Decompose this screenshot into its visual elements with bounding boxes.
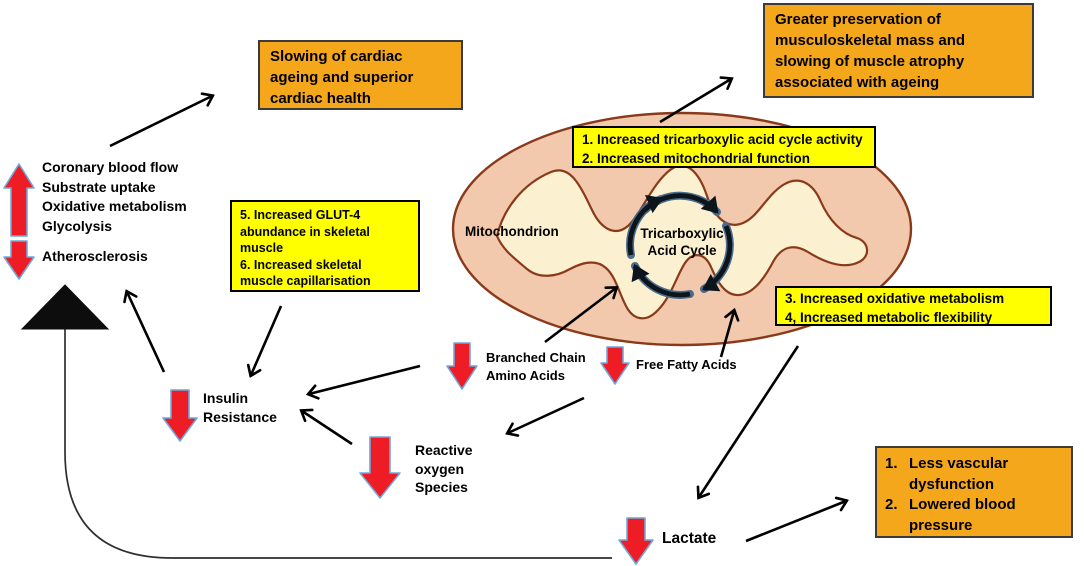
increase-arrow-cardiac-effects	[3, 163, 35, 237]
arrow-ffa-to-ros	[508, 396, 585, 433]
tca-cycle-line: Acid Cycle	[647, 242, 717, 258]
cardiac-effect-item: Substrate uptake	[42, 178, 156, 195]
tca-activity-line: 1. Increased tricarboxylic acid cycle ac…	[582, 132, 863, 147]
glut4-line: muscle	[240, 241, 284, 255]
arrow-glut4-to-insulin	[251, 305, 283, 375]
glut4-line: 6. Increased skeletal	[240, 257, 362, 272]
tca-cycle-label: Tricarboxylic Acid Cycle	[632, 226, 732, 259]
decrease-arrow-insulin-resistance	[162, 389, 198, 442]
ffa-label: Free Fatty Acids	[636, 357, 737, 372]
insulin-resistance-label: Insulin Resistance	[203, 389, 277, 427]
decrease-arrow-lactate	[618, 517, 654, 565]
ros-line: Reactive	[415, 442, 473, 458]
cardiac-health-box: Slowing of cardiac ageing and superior c…	[258, 40, 463, 110]
vascular-item-line: Lowered blood	[909, 496, 1016, 513]
insulin-resistance-line: Insulin	[203, 390, 249, 406]
vascular-item-line: pressure	[909, 516, 973, 534]
oxidative-line: 3. Increased oxidative metabolism	[785, 291, 1005, 306]
vascular-item-number: 1.	[885, 455, 898, 472]
ros-line: Species	[415, 479, 468, 496]
cardiac-health-line: Slowing of cardiac	[270, 48, 403, 65]
oxidative-box: 3. Increased oxidative metabolism 4, Inc…	[775, 286, 1052, 326]
red-block-arrows	[3, 163, 654, 565]
tca-cycle-line: Tricarboxylic	[640, 226, 724, 241]
lactate-label: Lactate	[662, 530, 717, 547]
cardiac-effects-list: Coronary blood flow Substrate uptake Oxi…	[42, 158, 187, 236]
arrow-ros-to-insulin	[302, 411, 353, 446]
oxidative-line: 4, Increased metabolic flexibility	[785, 310, 993, 325]
cardiac-effect-item: Oxidative metabolism	[42, 198, 187, 214]
bcaa-line: Branched Chain	[486, 350, 586, 365]
tca-cycle-arrows	[626, 191, 734, 299]
musculoskeletal-line: slowing of muscle atrophy	[775, 53, 965, 70]
glut4-box: 5. Increased GLUT-4 abundance in skeleta…	[230, 200, 420, 292]
musculoskeletal-line: associated with ageing	[775, 74, 940, 91]
vascular-item: 2. Lowered blood pressure	[885, 495, 1063, 536]
connector-arrows	[109, 79, 846, 543]
arrow-to-musculoskeletal-box	[659, 79, 731, 124]
cardiac-health-line: cardiac health	[270, 90, 371, 107]
musculoskeletal-line: Greater preservation of	[775, 11, 941, 28]
feedback-up-triangle	[20, 284, 110, 330]
decrease-arrow-ffa	[600, 346, 630, 385]
vascular-item-line: Less vascular	[909, 455, 1009, 472]
decrease-arrow-ros	[359, 436, 401, 499]
tca-activity-line: 2. Increased mitochondrial function	[582, 151, 811, 166]
cardiac-effect-item: Coronary blood flow	[42, 159, 179, 175]
ros-label: Reactive oxygen Species	[415, 441, 473, 497]
glut4-line: muscle capillarisation	[240, 274, 371, 288]
decrease-arrow-bcaa	[446, 342, 478, 390]
vascular-box: 1. Less vascular dysfunction 2. Lowered …	[875, 446, 1073, 538]
tca-activity-box: 1. Increased tricarboxylic acid cycle ac…	[572, 126, 876, 168]
musculoskeletal-line: musculoskeletal mass and	[775, 32, 966, 49]
glut4-line: abundance in skeletal	[240, 224, 370, 239]
vascular-item: 1. Less vascular dysfunction	[885, 454, 1063, 495]
arrow-insulin-to-atherosclerosis	[127, 292, 166, 373]
musculoskeletal-box: Greater preservation of musculoskeletal …	[763, 3, 1034, 98]
ros-line: oxygen	[415, 460, 465, 477]
decrease-arrow-atherosclerosis	[3, 240, 35, 280]
atherosclerosis-label: Atherosclerosis	[42, 248, 148, 264]
arrow-lactate-to-vascular-box	[745, 501, 846, 543]
glut4-line: 5. Increased GLUT-4	[240, 208, 361, 222]
arrow-mito-to-lactate	[699, 345, 800, 497]
lactate-feedback-line	[64, 329, 612, 559]
vascular-item-number: 2.	[885, 496, 898, 513]
mitochondrion-label: Mitochondrion	[465, 224, 559, 239]
arrow-bcaa-to-tca	[544, 288, 616, 344]
bcaa-line: Amino Acids	[486, 367, 565, 383]
arrow-right-to-insulin	[309, 364, 421, 394]
bcaa-label: Branched Chain Amino Acids	[486, 349, 586, 384]
arrow-to-cardiac-box	[109, 96, 212, 148]
arrow-ffa-to-matrix	[719, 311, 734, 358]
insulin-resistance-line: Resistance	[203, 409, 277, 425]
cardiac-effect-item: Glycolysis	[42, 217, 113, 234]
cardiac-health-line: ageing and superior	[270, 69, 414, 86]
vascular-item-line: dysfunction	[909, 475, 994, 493]
